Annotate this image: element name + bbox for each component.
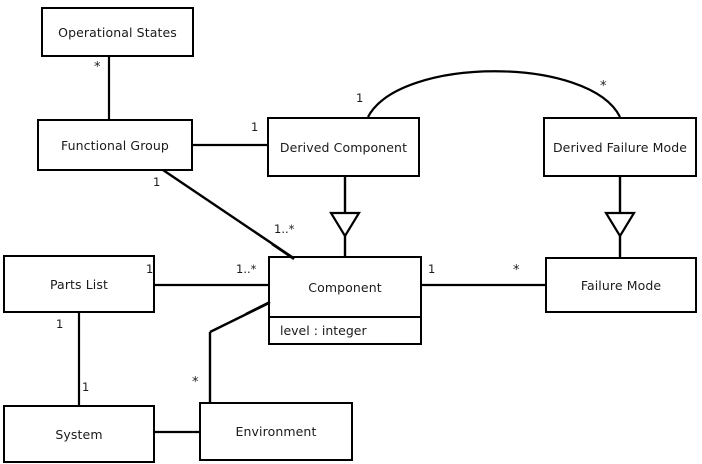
multiplicity-functional-group-derived-component: 1 xyxy=(251,120,259,134)
edge-derived-component-derived-failure-mode-arc xyxy=(367,70,621,118)
multiplicity-system-parts-list: 1 xyxy=(82,380,90,394)
multiplicity-parts-list-component: 1 xyxy=(146,262,154,276)
multiplicity-derived-component-arc: 1 xyxy=(356,91,364,105)
edge-functional-group-component xyxy=(162,169,293,258)
edge-environment-component-tip xyxy=(245,300,271,316)
multiplicity-functional-group-component: 1 xyxy=(153,175,161,189)
multiplicity-component-parts-list: 1..* xyxy=(236,262,257,276)
class-box-system[interactable]: System xyxy=(3,405,155,463)
class-name-derived-failure-mode: Derived Failure Mode xyxy=(552,139,688,155)
class-name-functional-group: Functional Group xyxy=(61,137,169,153)
generalization-triangle-failure-mode xyxy=(604,211,636,239)
generalization-triangle-component xyxy=(329,211,361,239)
class-box-derived-failure-mode[interactable]: Derived Failure Mode xyxy=(543,117,697,177)
class-box-functional-group[interactable]: Functional Group xyxy=(37,119,193,171)
class-name-environment: Environment xyxy=(235,424,317,439)
class-name-component: Component xyxy=(308,279,382,295)
class-box-operational-states[interactable]: Operational States xyxy=(41,7,194,57)
multiplicity-component-failure-mode: 1 xyxy=(428,262,436,276)
class-box-component[interactable]: Component level : integer xyxy=(268,256,422,345)
edge-environment-component-diagonal xyxy=(209,301,270,334)
class-box-parts-list[interactable]: Parts List xyxy=(3,255,155,313)
class-box-derived-component[interactable]: Derived Component xyxy=(267,117,420,177)
class-attribute-component-level: level : integer xyxy=(270,316,420,343)
multiplicity-environment-component: * xyxy=(192,375,199,390)
multiplicity-derived-failure-mode-arc: * xyxy=(600,79,607,94)
class-name-derived-component: Derived Component xyxy=(279,139,408,155)
multiplicity-component-functional-group: 1..* xyxy=(274,222,295,236)
class-box-environment[interactable]: Environment xyxy=(199,402,353,461)
class-name-system: System xyxy=(55,426,103,442)
multiplicity-failure-mode-component: * xyxy=(513,263,520,278)
class-name-operational-states: Operational States xyxy=(58,24,177,40)
class-name-parts-list: Parts List xyxy=(49,276,108,292)
class-name-failure-mode: Failure Mode xyxy=(580,277,662,293)
multiplicity-operational-states-functional-group: * xyxy=(94,60,101,75)
class-box-failure-mode[interactable]: Failure Mode xyxy=(545,257,697,313)
multiplicity-parts-list-system: 1 xyxy=(56,317,64,331)
